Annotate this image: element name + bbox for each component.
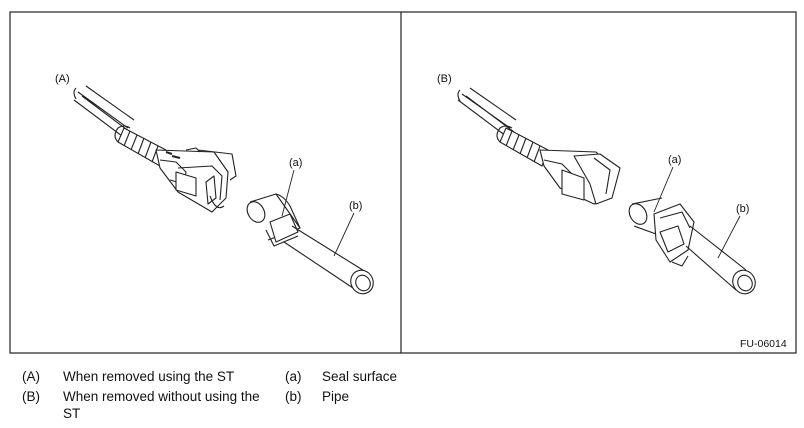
legend-text-a: Seal surface	[322, 369, 398, 384]
panel-a-label: (A)	[55, 73, 70, 85]
callout-b-pipe: (b)	[349, 200, 362, 212]
legend-text-A: When removed using the ST	[63, 369, 235, 384]
legend-item-a: (a) Seal surface	[285, 368, 485, 386]
legend-item-A: (A) When removed using the ST	[22, 368, 282, 386]
pipe-b-drawing	[628, 197, 756, 295]
pipe-a-drawing	[246, 193, 374, 295]
panel-b: (B)	[437, 73, 787, 350]
panel-b-label: (B)	[437, 73, 452, 85]
connector-a-drawing	[73, 85, 237, 213]
leader-b-pipe-b	[717, 215, 741, 259]
callout-a-seal-surface-b: (a)	[668, 154, 681, 166]
legend-text-B-line2: ST	[63, 406, 81, 421]
legend-item-b: (b) Pipe	[285, 388, 485, 406]
figure-code: FU-06014	[740, 338, 787, 350]
figure-frame	[9, 11, 797, 354]
legend-text-b: Pipe	[322, 389, 350, 404]
callout-b-pipe-b: (b)	[736, 203, 749, 215]
legend: (A) When removed using the ST (B) When r…	[22, 368, 792, 426]
legend-tag-a: (a)	[285, 369, 302, 384]
panel-a: (A)	[55, 73, 374, 295]
legend-tag-b: (b)	[285, 389, 302, 404]
leader-a-seal-b	[653, 166, 674, 213]
legend-item-B: (B) When removed without using the ST	[22, 388, 282, 424]
callout-a-seal-surface: (a)	[289, 157, 302, 169]
legend-text-B-line1: When removed without using the	[63, 389, 260, 404]
leader-a-seal	[281, 169, 295, 217]
connector-b-drawing	[457, 87, 621, 205]
legend-tag-A: (A)	[22, 369, 40, 384]
leader-b-pipe	[333, 212, 355, 257]
legend-tag-B: (B)	[22, 389, 40, 404]
